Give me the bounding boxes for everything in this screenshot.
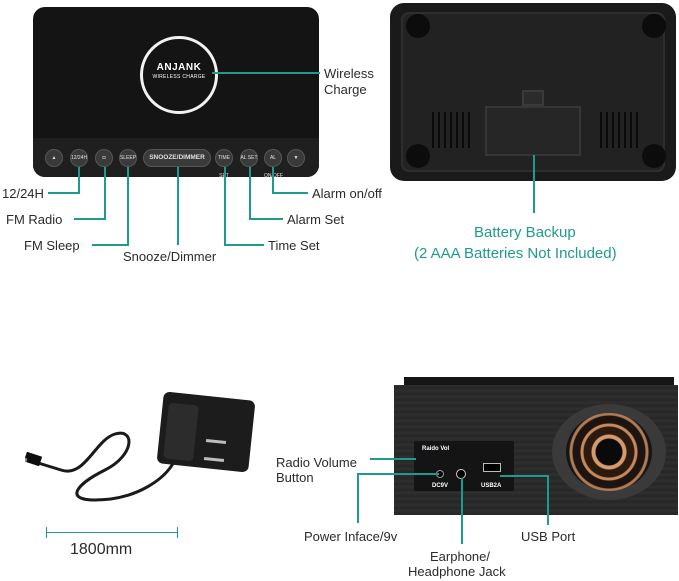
radio-volume-label-1: Radio Volume bbox=[276, 455, 357, 470]
fm-radio-callout-line-h bbox=[74, 218, 106, 220]
vent-slot bbox=[462, 112, 464, 148]
vent-slot bbox=[636, 112, 638, 148]
rubber-foot bbox=[642, 144, 666, 168]
wireless-label-2: Charge bbox=[324, 82, 367, 97]
vent-slot bbox=[600, 112, 602, 148]
speaker-top-edge bbox=[404, 377, 674, 387]
snooze-dimmer-button[interactable]: SNOOZE/DIMMER bbox=[143, 149, 211, 167]
time-set-callout-line-v bbox=[224, 167, 226, 245]
dc9v-text: DC9V bbox=[432, 483, 449, 489]
snooze-label: Snooze/Dimmer bbox=[123, 249, 217, 264]
vent-slot bbox=[468, 112, 470, 148]
cable-length-label: 1800mm bbox=[70, 541, 133, 558]
vent-slot bbox=[618, 112, 620, 148]
radio-volume-label-2: Button bbox=[276, 470, 314, 485]
time-set-label: Time Set bbox=[268, 238, 320, 253]
vent-slot bbox=[630, 112, 632, 148]
rubber-foot bbox=[406, 144, 430, 168]
vent-slot bbox=[456, 112, 458, 148]
battery-label-1: Battery Backup bbox=[474, 224, 576, 241]
vent-slot bbox=[624, 112, 626, 148]
fm-radio-label: FM Radio bbox=[6, 212, 63, 227]
battery-label-2: (2 AAA Batteries Not Included) bbox=[414, 245, 617, 262]
alarm-onoff-label: Alarm on/off bbox=[312, 186, 382, 201]
time-set-callout-line-h bbox=[224, 244, 264, 246]
alarm-set-callout-line-v bbox=[249, 167, 251, 219]
usb-port-label: USB Port bbox=[521, 529, 576, 544]
speaker-driver bbox=[566, 413, 652, 491]
power-callout-line-h bbox=[357, 473, 439, 475]
h1224-callout-line-h bbox=[48, 192, 80, 194]
usb2a-text: USB2A bbox=[481, 483, 502, 489]
battery-callout-line bbox=[533, 155, 535, 213]
alarm-set-button[interactable]: AL SET bbox=[240, 149, 258, 167]
fm-sleep-callout-line-h bbox=[92, 244, 129, 246]
alarm-onoff-callout-line-h bbox=[272, 192, 308, 194]
radio-vol-callout-line bbox=[370, 458, 416, 460]
wireless-label-1: Wireless bbox=[324, 66, 374, 81]
usb-callout-line-h bbox=[500, 475, 548, 477]
h1224-button[interactable]: 12/24H bbox=[70, 149, 88, 167]
brand-logo: ANJANK bbox=[156, 62, 202, 73]
fm-sleep-callout-line-v bbox=[127, 167, 129, 245]
wireless-callout-line bbox=[212, 72, 320, 74]
vent-slot bbox=[444, 112, 446, 148]
length-dimension-tick bbox=[46, 527, 47, 538]
fm-radio-button[interactable]: ◘ bbox=[95, 149, 113, 167]
length-dimension-tick bbox=[177, 527, 178, 538]
alarm-onoff-callout-line-v bbox=[272, 167, 274, 193]
battery-door[interactable] bbox=[485, 106, 581, 156]
up-button[interactable]: ▲ bbox=[45, 149, 63, 167]
fm-sleep-label: FM Sleep bbox=[24, 238, 80, 253]
battery-door-latch[interactable] bbox=[522, 90, 544, 106]
earphone-label-1: Earphone/ bbox=[430, 549, 490, 564]
snooze-callout-line bbox=[177, 167, 179, 245]
power-label: Power Inface/9v bbox=[304, 529, 398, 544]
vent-slot bbox=[432, 112, 434, 148]
usb-port[interactable] bbox=[483, 463, 501, 472]
vent-slot bbox=[612, 112, 614, 148]
h1224-callout-line-v bbox=[78, 167, 80, 193]
rubber-foot bbox=[642, 14, 666, 38]
earphone-callout-line bbox=[461, 478, 463, 544]
wireless-charge-pad bbox=[140, 36, 218, 114]
length-dimension-line bbox=[46, 532, 178, 533]
vent-slot bbox=[450, 112, 452, 148]
radio-vol-text: Raido Vol bbox=[422, 446, 450, 452]
power-callout-line-v bbox=[357, 473, 359, 523]
alarm-set-label: Alarm Set bbox=[287, 212, 345, 227]
vent-slot bbox=[438, 112, 440, 148]
fm-radio-callout-line-v bbox=[104, 167, 106, 219]
usb-callout-line-v bbox=[547, 475, 549, 525]
h1224-label: 12/24H bbox=[2, 186, 44, 201]
fm-sleep-button[interactable]: SLEEP bbox=[119, 149, 137, 167]
rubber-foot bbox=[406, 14, 430, 38]
adapter-face bbox=[163, 402, 199, 462]
alarm-set-callout-line-h bbox=[249, 218, 283, 220]
time-set-button[interactable]: TIME SET bbox=[215, 149, 233, 179]
alarm-onoff-button[interactable]: AL ON/OFF bbox=[264, 149, 283, 179]
power-cable bbox=[25, 431, 177, 502]
earphone-label-2: Headphone Jack bbox=[408, 564, 506, 579]
brand-subtitle: WIRELESS CHARGE bbox=[152, 74, 206, 80]
down-button[interactable]: ▼ bbox=[287, 149, 305, 167]
vent-slot bbox=[606, 112, 608, 148]
